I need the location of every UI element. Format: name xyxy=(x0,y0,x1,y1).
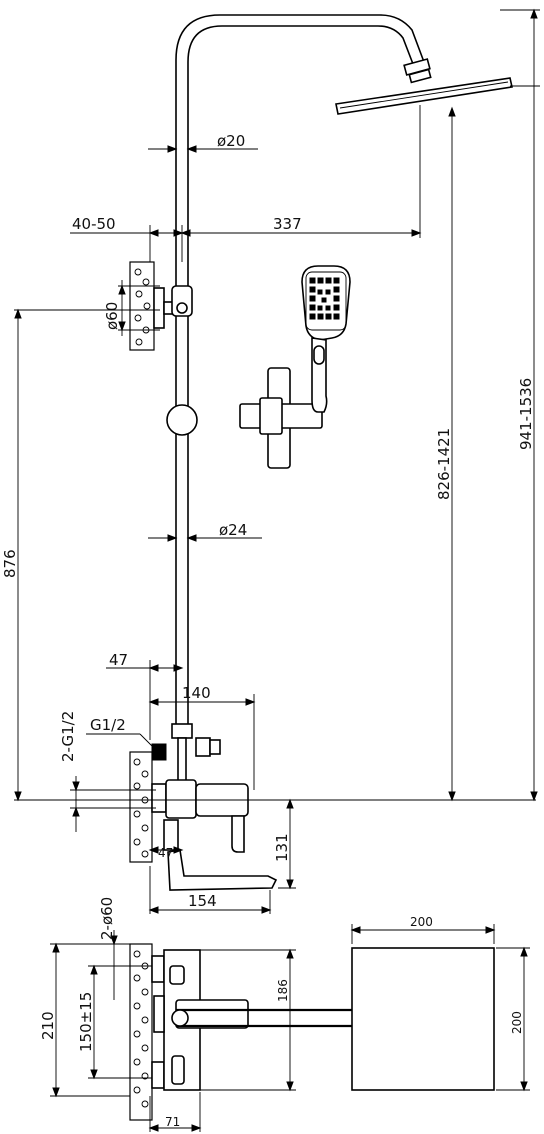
bath-mixer xyxy=(129,723,278,891)
dual-flange-label: 2-ø60 xyxy=(98,897,116,940)
arm-length-label: 337 xyxy=(273,215,302,233)
side-dimensions: 2-ø60 210 150±15 186 71 2 xyxy=(39,897,530,1132)
mixer-width-label: 140 xyxy=(182,684,211,702)
pipe-bottom-diameter-label: ø24 xyxy=(219,521,247,539)
spout-length-label: 154 xyxy=(188,892,217,910)
side-depth-label: 71 xyxy=(165,1115,180,1129)
side-height-label: 210 xyxy=(39,1011,57,1040)
pipe-top-diameter-label: ø20 xyxy=(217,132,245,150)
spray-nozzle-grid xyxy=(309,277,340,320)
head-width-label: 200 xyxy=(410,915,433,929)
wall-offset-label: 40-50 xyxy=(72,215,116,233)
shower-arm xyxy=(175,14,425,292)
side-view xyxy=(129,943,495,1121)
slide-rail xyxy=(166,316,198,724)
head-height-label: 826-1421 xyxy=(435,428,453,500)
hand-shower xyxy=(239,265,351,469)
total-height-label: 941-1536 xyxy=(517,378,535,450)
centers-label: 150±15 xyxy=(77,992,95,1052)
side-rail-span-label: 186 xyxy=(276,979,290,1002)
front-dimensions: ø20 40-50 337 ø60 876 941-1536 xyxy=(1,8,540,914)
rain-shower-head xyxy=(335,58,513,115)
rail-height-label: 876 xyxy=(1,549,19,578)
thread-size-label: G1/2 xyxy=(90,716,126,734)
pipe-offset-label: 47 xyxy=(109,651,128,669)
spout-drop-label: 131 xyxy=(273,833,291,862)
dual-thread-label: 2-G1/2 xyxy=(59,711,77,762)
flange-diameter-label: ø60 xyxy=(103,302,121,330)
head-height-plate-label: 200 xyxy=(510,1011,524,1034)
valve-offset-label: 47 xyxy=(158,846,173,860)
upper-wall-bracket xyxy=(129,261,193,351)
